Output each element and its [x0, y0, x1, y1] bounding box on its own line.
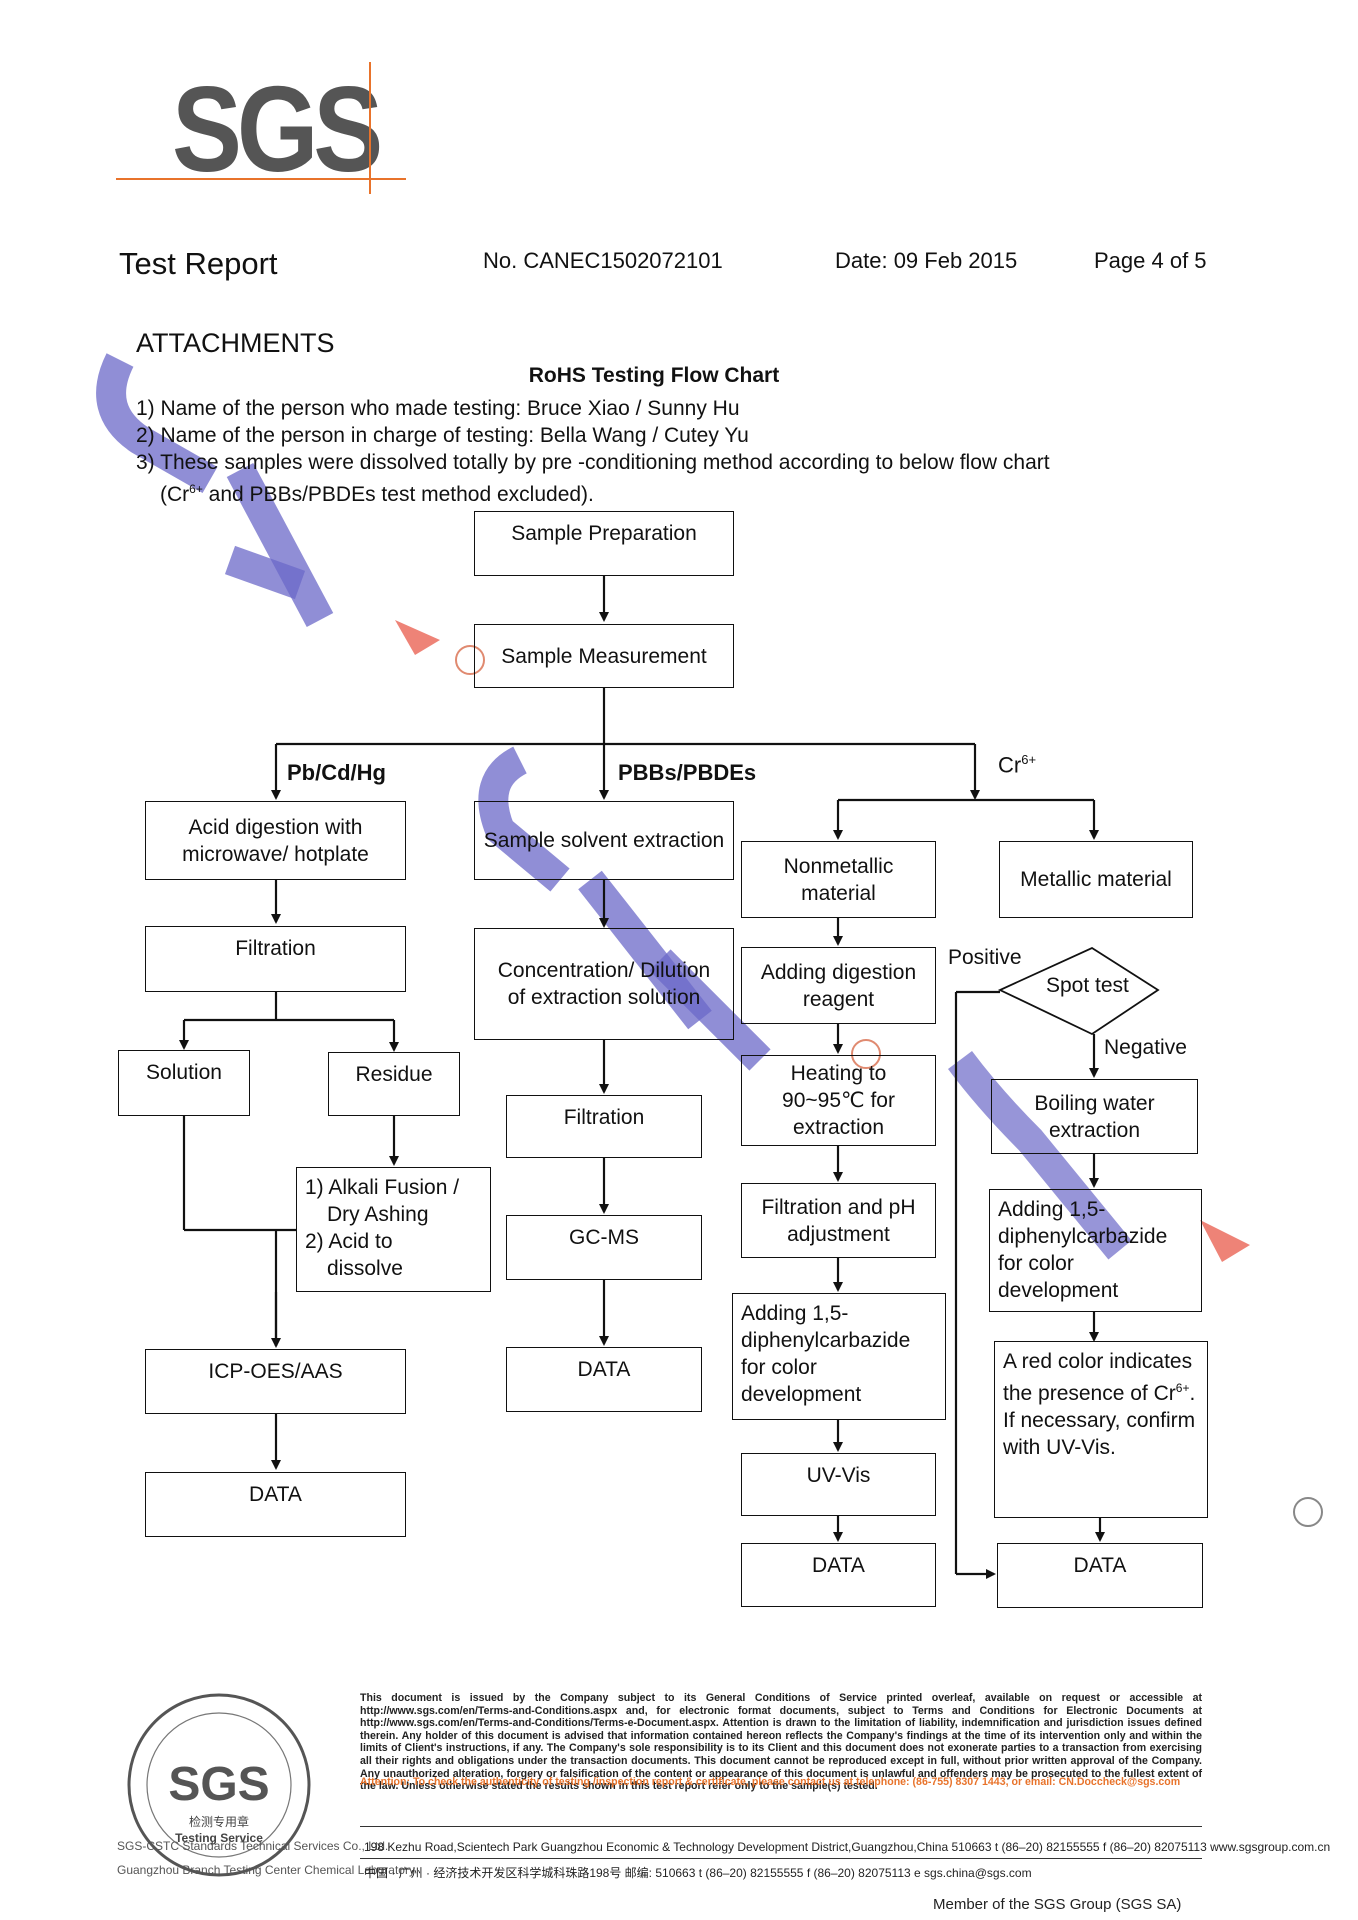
note-exclusion-pre: (Cr: [160, 483, 190, 506]
step-nonmetallic-material: Nonmetallic material: [741, 841, 936, 918]
red-note-sup: 6+: [1175, 1381, 1190, 1395]
red-color-note-text: A red color indicates the presence of Cr…: [1003, 1348, 1199, 1461]
step-acid-digestion: Acid digestion with microwave/ hotplate: [145, 801, 406, 880]
sgs-logo: SGS: [116, 62, 406, 194]
branch-label-cr6-text: Cr: [998, 752, 1022, 778]
footer-attention: Attention: To check the authenticity of …: [360, 1776, 1181, 1788]
seal-sgs-text: SGS: [168, 1758, 269, 1811]
flow-chart-title: RoHS Testing Flow Chart: [528, 364, 780, 387]
step-adding-dpc-nonmetallic: Adding 1,5-diphenylcarbazide for color d…: [732, 1293, 946, 1420]
logo-rule-vertical: [369, 62, 371, 194]
label-positive: Positive: [948, 946, 1022, 969]
footer-divider-2: [360, 1858, 1202, 1860]
testing-service-seal: SGS 检测专用章 Testing Service: [127, 1693, 311, 1877]
step-data-pbb: DATA: [506, 1347, 702, 1412]
note-exclusion-sup: 6+: [189, 482, 203, 496]
seal-en-text: Testing Service: [175, 1831, 263, 1845]
step-adding-dpc-metallic: Adding 1,5-diphenylcarbazide for color d…: [989, 1189, 1202, 1312]
note-method: 3) These samples were dissolved totally …: [136, 451, 1050, 474]
step-concentration-dilution: Concentration/ Dilution of extraction so…: [474, 928, 734, 1040]
step-alkali-fusion: 1) Alkali Fusion / Dry Ashing 2) Acid to…: [296, 1167, 491, 1292]
step-boiling-water-extraction: Boiling water extraction: [991, 1079, 1198, 1154]
step-solvent-extraction: Sample solvent extraction: [474, 801, 734, 880]
logo-rule-horizontal: [116, 178, 406, 180]
report-number: No. CANEC1502072101: [483, 248, 723, 273]
step-residue: Residue: [328, 1052, 460, 1116]
step-data-nonmetallic: DATA: [741, 1543, 936, 1607]
step-filtration-ph: Filtration and pH adjustment: [741, 1183, 936, 1258]
step-filtration-pb: Filtration: [145, 926, 406, 992]
step-spot-test: Spot test: [1046, 974, 1129, 997]
seal-laboratory-name: Guangzhou Branch Testing Center Chemical…: [117, 1863, 415, 1877]
step-gc-ms: GC-MS: [506, 1215, 702, 1280]
attachments-heading: ATTACHMENTS: [136, 328, 335, 358]
seal-company-name: SGS-CSTC Standards Technical Services Co…: [117, 1839, 389, 1853]
report-date: Date: 09 Feb 2015: [835, 248, 1018, 273]
alkali-line-2: Dry Ashing: [327, 1203, 429, 1226]
seal-cn-text: 检测专用章: [189, 1814, 249, 1829]
branch-label-cr6: Cr6+: [998, 752, 1036, 778]
footer-address-en: 198 Kezhu Road,Scientech Park Guangzhou …: [364, 1840, 1331, 1854]
footer-disclaimer: This document is issued by the Company s…: [360, 1692, 1202, 1793]
note-exclusion-post: and PBBs/PBDEs test method excluded).: [202, 483, 594, 506]
footer-address-cn: 中国 · 广州 · 经济技术开发区科学城科珠路198号 邮编: 510663 t…: [364, 1866, 1032, 1880]
note-tester: 1) Name of the person who made testing: …: [136, 397, 740, 420]
branch-label-pb-cd-hg: Pb/Cd/Hg: [287, 760, 386, 785]
alkali-line-1: 1) Alkali Fusion /: [305, 1176, 460, 1199]
step-sample-preparation: Sample Preparation: [474, 511, 734, 576]
label-negative: Negative: [1104, 1036, 1187, 1059]
footer-divider-1: [360, 1826, 1202, 1828]
branch-label-pbbs-pbdes: PBBs/PBDEs: [618, 760, 757, 785]
note-exclusion: (Cr6+ and PBBs/PBDEs test method exclude…: [160, 476, 594, 508]
step-alkali-fusion-text: 1) Alkali Fusion / Dry Ashing 2) Acid to…: [305, 1174, 459, 1282]
step-heating-extraction: Heating to 90~95℃ for extraction: [741, 1055, 936, 1146]
branch-label-cr6-sup: 6+: [1021, 752, 1037, 767]
logo-text: SGS: [172, 61, 383, 197]
alkali-line-3: 2) Acid to: [305, 1230, 393, 1253]
red-note-post: . If necessary, confirm with UV-Vis.: [1003, 1382, 1196, 1459]
page-indicator: Page 4 of 5: [1094, 248, 1207, 273]
alkali-line-4: dissolve: [327, 1257, 403, 1280]
report-title: Test Report: [119, 246, 278, 281]
step-red-color-note: A red color indicates the presence of Cr…: [994, 1341, 1208, 1518]
step-uv-vis: UV-Vis: [741, 1453, 936, 1516]
spot-test-diamond: [997, 946, 1160, 1036]
red-note-pre: A red color indicates the presence of Cr: [1003, 1350, 1193, 1405]
step-icp-oes-aas: ICP-OES/AAS: [145, 1349, 406, 1414]
step-data-metallic: DATA: [997, 1543, 1203, 1608]
step-adding-digestion-reagent: Adding digestion reagent: [741, 947, 936, 1024]
step-sample-measurement: Sample Measurement: [474, 624, 734, 688]
step-data-pb: DATA: [145, 1472, 406, 1537]
step-filtration-pbb: Filtration: [506, 1095, 702, 1158]
footer-member-note: Member of the SGS Group (SGS SA): [933, 1896, 1182, 1913]
step-solution: Solution: [118, 1050, 250, 1116]
step-metallic-material: Metallic material: [999, 841, 1193, 918]
note-in-charge: 2) Name of the person in charge of testi…: [136, 424, 749, 447]
